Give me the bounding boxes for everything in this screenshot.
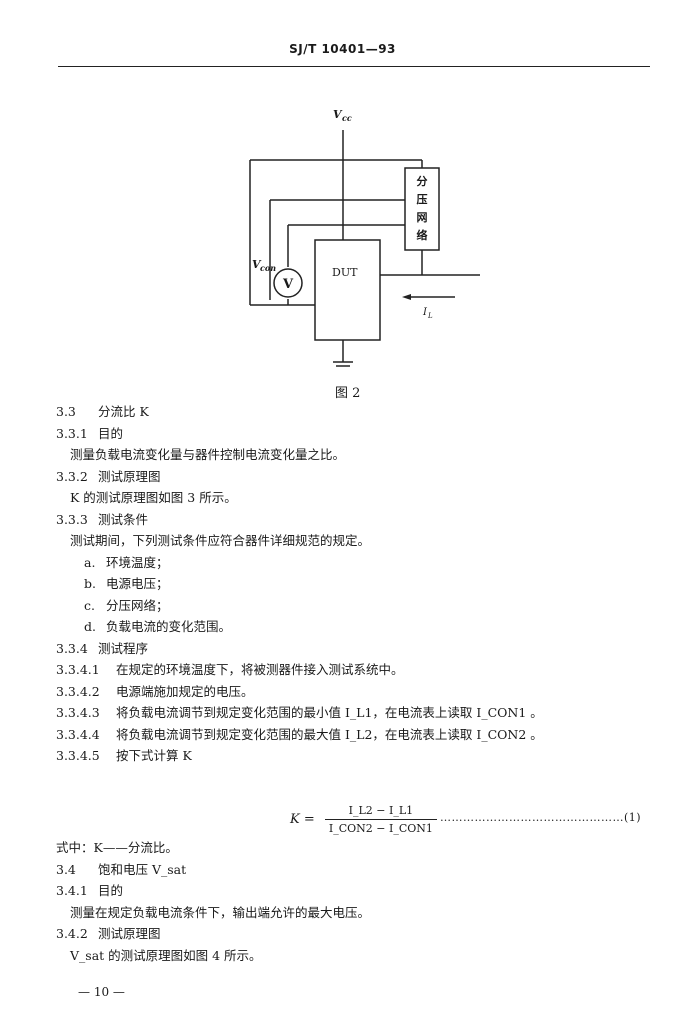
text-line: 3.3.4.3 将负载电流调节到规定变化范围的最小值 I_L1，在电流表上读取 I… — [56, 705, 543, 721]
divider-char-2: 压 — [417, 192, 428, 206]
section-number: 3.3.4.1 — [56, 662, 100, 677]
circuit-diagram-figure-2: V cc V con V DUT 分 压 网 络 I L — [249, 108, 480, 367]
text-line: 3.4 饱和电压 V_sat — [56, 862, 186, 878]
section-number: 3.3.1 — [56, 425, 88, 441]
line-text: 式中：K——分流比。 — [56, 840, 178, 855]
text-line: 3.3.1 目的 — [56, 426, 123, 442]
text-line: c. 分压网络； — [84, 598, 169, 614]
line-text: 按下式计算 K — [116, 748, 192, 763]
line-text: 测试期间，下列测试条件应符合器件详细规范的规定。 — [70, 533, 371, 548]
line-text: 测量负载电流变化量与器件控制电流变化量之比。 — [70, 447, 346, 462]
section-number: 3.3.4.3 — [56, 705, 100, 720]
line-text: 分压网络； — [106, 597, 169, 613]
line-text: 将负载电流调节到规定变化范围的最小值 I_L1，在电流表上读取 I_CON1 。 — [116, 705, 543, 720]
section-number: a. — [84, 554, 96, 570]
text-line: 3.3 分流比 K — [56, 404, 149, 420]
line-text: 电源端施加规定的电压。 — [116, 683, 254, 699]
text-line: 测量负载电流变化量与器件控制电流变化量之比。 — [70, 447, 345, 463]
text-line: 3.3.4.4 将负载电流调节到规定变化范围的最大值 I_L2，在电流表上读取 I… — [56, 727, 543, 743]
section-number: b. — [84, 576, 96, 591]
current-arrow-icon — [402, 294, 411, 300]
line-text: 测试程序 — [98, 640, 149, 656]
line-text: 测量在规定负载电流条件下，输出端允许的最大电压。 — [70, 904, 371, 920]
text-line: 3.4.2 测试原理图 — [56, 926, 161, 942]
section-number: 3.4.2 — [56, 926, 88, 941]
vcon-label: V — [252, 258, 262, 271]
line-text: V_sat 的测试原理图如图 4 所示。 — [70, 947, 262, 963]
text-line: 3.3.3 测试条件 — [56, 512, 148, 528]
vcon-label-sub: con — [260, 263, 276, 273]
line-text: 测试原理图 — [98, 468, 161, 484]
divider-char-1: 分 — [417, 174, 428, 188]
text-line: 3.3.2 测试原理图 — [56, 469, 161, 485]
text-line: a. 环境温度； — [84, 555, 169, 571]
equation-number: …………………………………………(1) — [440, 811, 642, 824]
line-text: 测试原理图 — [98, 926, 161, 941]
section-number: c. — [84, 597, 95, 613]
header-rule — [58, 66, 650, 67]
formula-k: K = I_L2 − I_L1 I_CON2 − I_CON1 — [290, 804, 437, 835]
load-current-label: I — [422, 307, 428, 318]
line-text: 在规定的环境温度下，将被测器件接入测试系统中。 — [116, 662, 404, 677]
text-line: d. 负载电流的变化范围。 — [84, 619, 231, 635]
section-number: 3.3.4.2 — [56, 683, 100, 699]
vcc-label: V — [333, 108, 343, 121]
text-line: 3.3.4 测试程序 — [56, 641, 148, 657]
divider-char-3: 网 — [417, 211, 428, 224]
section-number: 3.3.3 — [56, 511, 88, 527]
section-number: 3.3.4 — [56, 640, 88, 656]
line-text: 负载电流的变化范围。 — [106, 619, 232, 634]
line-text: 目的 — [98, 883, 124, 898]
line-text: 将负载电流调节到规定变化范围的最大值 I_L2，在电流表上读取 I_CON2 。 — [116, 726, 543, 742]
line-text: 测试条件 — [98, 511, 149, 527]
line-text: 电源电压； — [106, 576, 169, 591]
line-text: 环境温度； — [106, 554, 169, 570]
text-line: 3.3.4.5 按下式计算 K — [56, 748, 192, 764]
text-line: 3.3.4.2 电源端施加规定的电压。 — [56, 684, 254, 700]
text-line: 式中：K——分流比。 — [56, 840, 178, 856]
page-number: — 10 — — [78, 985, 125, 999]
vcc-label-sub: cc — [342, 113, 352, 123]
text-line: 3.3.4.1 在规定的环境温度下，将被测器件接入测试系统中。 — [56, 662, 404, 678]
section-number: 3.4.1 — [56, 883, 88, 898]
section-number: 3.3.4.5 — [56, 748, 100, 763]
formula-denominator: I_CON2 − I_CON1 — [328, 822, 433, 835]
line-text: 目的 — [98, 425, 124, 441]
dut-label: DUT — [332, 266, 358, 279]
section-number: 3.3.4.4 — [56, 726, 100, 742]
formula-numerator: I_L2 − I_L1 — [324, 804, 437, 820]
text-line: 测量在规定负载电流条件下，输出端允许的最大电压。 — [70, 905, 370, 921]
text-line: 3.4.1 目的 — [56, 883, 123, 899]
line-text: 分流比 K — [98, 404, 149, 419]
text-line: V_sat 的测试原理图如图 4 所示。 — [70, 948, 262, 964]
line-text: K 的测试原理图如图 3 所示。 — [70, 490, 237, 505]
text-line: 测试期间，下列测试条件应符合器件详细规范的规定。 — [70, 533, 370, 549]
text-line: K 的测试原理图如图 3 所示。 — [70, 490, 237, 506]
section-number: 3.4 — [56, 861, 76, 877]
load-current-label-sub: L — [427, 312, 433, 320]
divider-char-4: 络 — [417, 228, 428, 242]
formula-fraction: I_L2 − I_L1 I_CON2 − I_CON1 — [324, 804, 437, 835]
section-number: d. — [84, 619, 96, 634]
figure-caption: 图 2 — [335, 386, 361, 401]
page-header: SJ/T 10401—93 — [289, 42, 396, 56]
voltmeter-label: V — [282, 277, 294, 292]
section-number: 3.3.2 — [56, 468, 88, 484]
text-line: b. 电源电压； — [84, 576, 169, 592]
formula-lhs: K = — [290, 812, 315, 827]
section-number: 3.3 — [56, 404, 76, 419]
line-text: 饱和电压 V_sat — [98, 861, 187, 877]
